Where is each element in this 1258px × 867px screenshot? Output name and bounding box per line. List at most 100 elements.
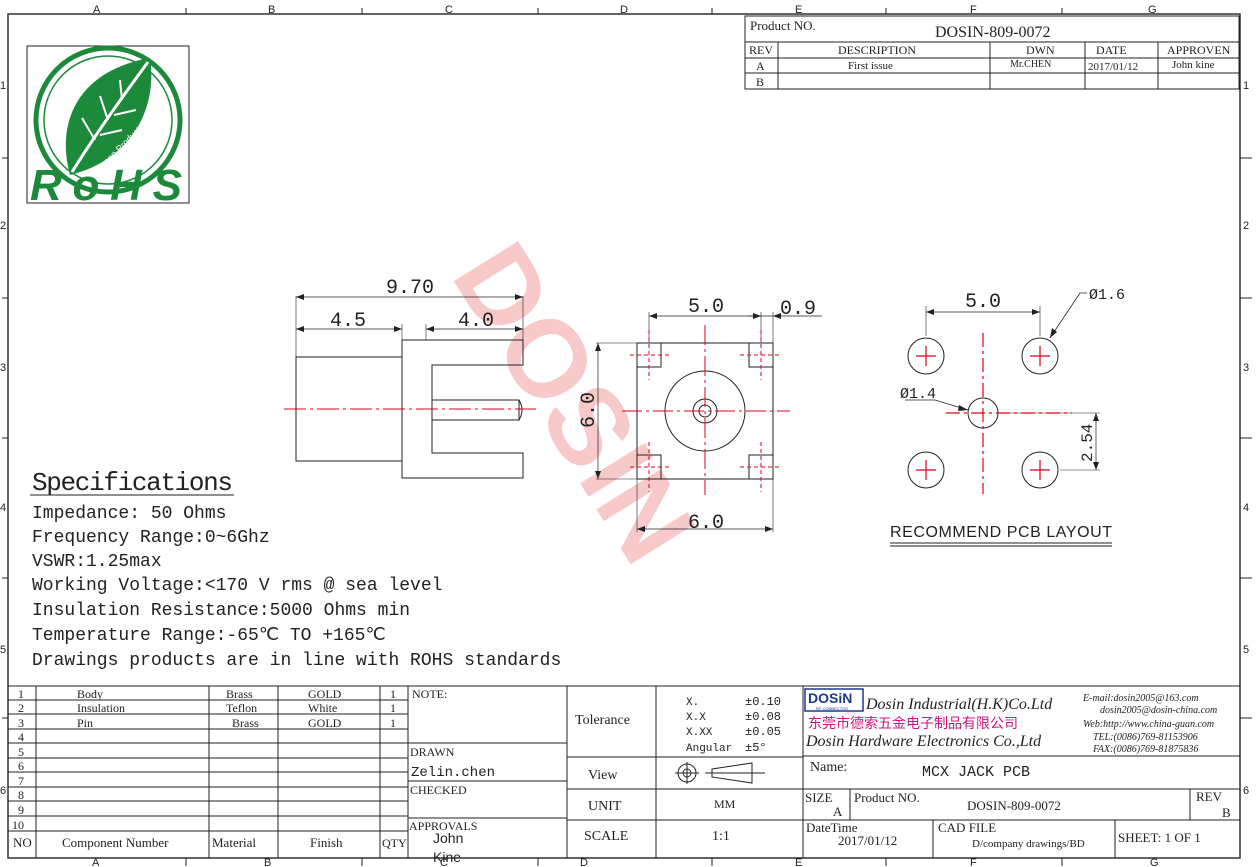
- part-product-no: DOSIN-809-0072: [967, 798, 1061, 813]
- zone-top-b: B: [268, 4, 275, 16]
- zone-right-6: 6: [1243, 785, 1249, 797]
- product-no-value: DOSIN-809-0072: [935, 24, 1051, 41]
- bom-table: 1 2 3 4 5 6 7 8 9 10 Body Insulation Pin…: [12, 687, 407, 850]
- dim-pcb-hole-small: Ø1.4: [900, 386, 936, 403]
- scale-label: SCALE: [584, 829, 628, 844]
- scale-value: 1:1: [712, 829, 730, 844]
- zone-left-3: 3: [0, 362, 6, 374]
- rev-a-approven: John kine: [1172, 59, 1215, 71]
- bom-finish-3: GOLD: [308, 716, 342, 730]
- drawn-label: DRAWN: [410, 745, 455, 759]
- datetime-value: 2017/01/12: [838, 833, 897, 848]
- date-header: DATE: [1096, 43, 1127, 57]
- zone-bottom-g: G: [1150, 857, 1159, 867]
- size-value: A: [833, 804, 843, 819]
- pcb-layout: [890, 292, 1112, 547]
- zone-right-5: 5: [1243, 644, 1249, 656]
- tol-key-2: X.X: [686, 712, 706, 724]
- company-web: Web:http://www.china-guan.com: [1083, 719, 1214, 730]
- spec-line-insulation: Insulation Resistance:5000 Ohms min: [32, 601, 410, 621]
- tolerance-block: Tolerance X. X.X X.XX Angular ±0.10 ±0.0…: [575, 695, 781, 844]
- tol-val-3: ±0.05: [745, 725, 781, 739]
- company-tel: TEL:(0086)769-81153906: [1093, 732, 1198, 743]
- spec-line-temperature: Temperature Range:-65℃ TO +165℃: [32, 626, 386, 646]
- top-centerlines: [622, 325, 790, 495]
- unit-value: MM: [714, 797, 736, 811]
- zone-right-3: 3: [1243, 362, 1249, 374]
- cad-path: D/company drawings/BD: [972, 838, 1085, 850]
- bom-header-material: Material: [212, 835, 256, 850]
- dim-pcb-offset: 2.54: [1079, 424, 1097, 462]
- company-fax: FAX:(0086)769-81875836: [1092, 744, 1198, 755]
- tol-val-4: ±5°: [745, 741, 767, 755]
- zone-bottom-c: C: [440, 857, 448, 867]
- zone-left-1: 1: [0, 80, 6, 92]
- revision-block: [744, 15, 1240, 90]
- dim-top-bottom: 6.0: [688, 512, 724, 535]
- spec-line-vswr: VSWR:1.25max: [32, 552, 162, 572]
- bom-no-7: 7: [18, 774, 24, 788]
- part-rev-value: B: [1222, 805, 1231, 820]
- part-rev-label: REV: [1196, 789, 1223, 804]
- bom-component-1: Body: [77, 687, 103, 701]
- dim-side-right: 4.0: [458, 310, 494, 333]
- rohs-logo: Green Product RoHS: [26, 45, 190, 210]
- bom-header-no: NO: [13, 835, 32, 850]
- datetime-label: DateTime: [806, 820, 858, 835]
- bom-no-6: 6: [18, 759, 24, 773]
- outer-frame: [7, 13, 1241, 859]
- zone-bottom-f: F: [970, 857, 977, 867]
- tolerance-label: Tolerance: [575, 713, 630, 728]
- bom-material-1: Brass: [226, 687, 253, 701]
- bom-material-3: Brass: [232, 716, 259, 730]
- bom-no-2: 2: [18, 701, 24, 715]
- bom-finish-1: GOLD: [308, 687, 342, 701]
- part-info: Name: MCX JACK PCB SIZE A Product NO. DO…: [805, 760, 1231, 850]
- zone-top-f: F: [970, 4, 977, 16]
- company-name-en: Dosin Industrial(H.K)Co.Ltd: [865, 696, 1053, 713]
- zone-left-5: 5: [0, 644, 6, 656]
- notes-block: NOTE: DRAWN Zelin.chen CHECKED APPROVALS…: [409, 687, 495, 865]
- approvals-by: John: [433, 830, 463, 846]
- dim-top-height: 6.0: [578, 392, 601, 428]
- zone-labels: A B C D E F G A B C D E F G 1 2 3 4 5 6 …: [0, 4, 1249, 867]
- company-name-en2: Dosin Hardware Electronics Co.,Ltd: [805, 733, 1042, 750]
- dosin-badge: [804, 688, 864, 712]
- dim-side-left: 4.5: [330, 310, 366, 333]
- spec-line-frequency: Frequency Range:0~6Ghz: [32, 528, 270, 548]
- zone-top-g: G: [1148, 4, 1157, 16]
- bom-no-8: 8: [18, 788, 24, 802]
- dim-pcb-width: 5.0: [965, 291, 1001, 314]
- part-name: MCX JACK PCB: [922, 764, 1030, 781]
- view-label: View: [588, 768, 618, 783]
- zone-top-a: A: [93, 4, 101, 16]
- specifications: Specifications Impedance: 50 Ohms Freque…: [30, 468, 561, 671]
- tol-key-1: X.: [686, 697, 699, 709]
- zone-top-e: E: [795, 4, 802, 16]
- tol-val-1: ±0.10: [745, 695, 781, 709]
- company-block: DOSiN RF CONNECTOR Dosin Industrial(H.K)…: [804, 688, 1217, 755]
- rev-header: REV: [749, 43, 773, 57]
- bottom-table-lines: [8, 685, 1240, 858]
- specs-heading: Specifications: [32, 468, 233, 498]
- bom-header-component: Component Number: [62, 835, 169, 850]
- company-name-cn: 东莞市德索五金电子制品有限公司: [808, 715, 1018, 731]
- spec-line-voltage: Working Voltage:<170 V rms @ sea level: [32, 576, 442, 596]
- zone-right-4: 4: [1243, 502, 1249, 514]
- checked-label: CHECKED: [410, 783, 467, 797]
- bom-header-qty: QTY: [382, 836, 407, 850]
- approven-header: APPROVEN: [1167, 43, 1231, 57]
- approvals-by2: Kine: [433, 849, 461, 865]
- zone-top-c: C: [445, 4, 453, 16]
- rev-b: B: [756, 75, 764, 89]
- company-email2: dosin2005@dosin-china.com: [1100, 705, 1217, 716]
- zone-left-2: 2: [0, 220, 6, 232]
- bom-no-3: 3: [18, 716, 24, 730]
- zone-left-6: 6: [0, 785, 6, 797]
- bom-finish-2: White: [308, 701, 337, 715]
- bom-component-3: Pin: [77, 716, 93, 730]
- dim-top-pin: 0.9: [780, 298, 816, 321]
- bom-no-9: 9: [18, 803, 24, 817]
- zone-right-1: 1: [1243, 80, 1249, 92]
